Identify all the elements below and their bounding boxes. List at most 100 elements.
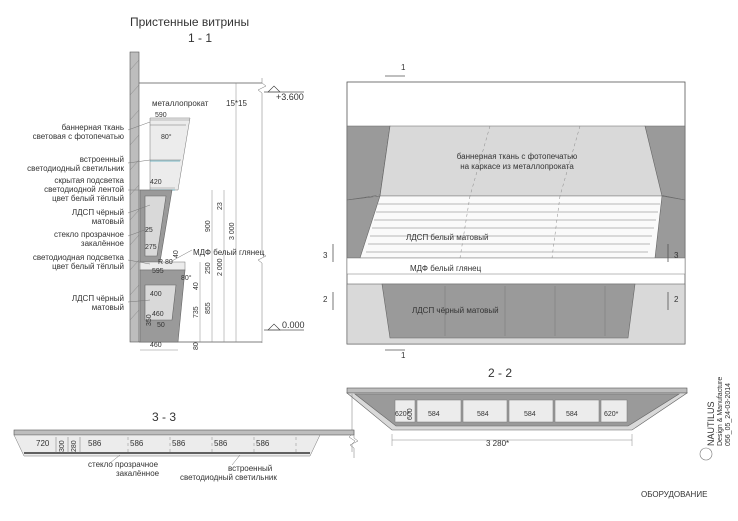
dim-23: 23: [217, 202, 224, 210]
dim-586-2: 586: [130, 439, 144, 448]
dim-620-right: 620*: [604, 411, 619, 418]
dim-250: 250: [205, 262, 212, 274]
banner-label-1: баннерная ткань с фотопечатью: [457, 152, 578, 161]
callout-3-3-glass-2: закалённое: [116, 469, 160, 478]
svg-text:2: 2: [674, 295, 679, 304]
dim-r80: R 80: [158, 259, 173, 266]
dim-50: 50: [157, 322, 165, 329]
dim-40-upper: 40: [173, 250, 180, 258]
wall-3-3: [13, 429, 355, 436]
dim-460-inner: 460: [152, 311, 164, 318]
callout-ldsp-2: матовый: [92, 217, 124, 226]
callout-builtin-1: встроенный: [80, 155, 124, 164]
callout-mdf: МДФ белый глянец: [193, 248, 265, 257]
dim-350: 350: [146, 314, 153, 326]
callout-glass-2: закалённое: [81, 239, 125, 248]
dim-735: 735: [193, 306, 200, 318]
svg-text:0.000: 0.000: [282, 320, 305, 330]
callout-banner-2: световая с фотопечатью: [33, 132, 124, 141]
svg-text:3: 3: [323, 251, 328, 260]
dim-620-left: 620*: [395, 411, 410, 418]
brand-logo-icon: [699, 447, 713, 461]
shelf-area: [346, 195, 686, 259]
callout-builtin-2: светодиодный светильник: [27, 164, 124, 173]
callout-3-3-led-2: светодиодный светильник: [180, 473, 277, 482]
stamp-brand: NAUTILUS: [706, 401, 716, 446]
mdf-white-label: МДФ белый глянец: [410, 264, 482, 273]
dim-595: 595: [152, 268, 164, 275]
stamp-code: 056_05_24-03-2014: [725, 383, 732, 446]
dim-300: 300: [59, 440, 66, 452]
upper-banner-frame: [149, 117, 191, 191]
banner-area: [379, 125, 663, 197]
dim-25: 25: [145, 227, 153, 234]
callout-ldsp-lower-1: ЛДСП чёрный: [72, 294, 124, 303]
dim-40-lower: 40: [193, 282, 200, 290]
callout-3-3-glass-1: стекло прозрачное: [88, 460, 159, 469]
mdf-band: [346, 257, 686, 275]
elevation-mark-zero: 0.000: [264, 320, 305, 331]
section-marker-1-top: 1: [385, 63, 406, 77]
dim-855: 855: [205, 302, 212, 314]
callout-ldsp-lower-2: матовый: [92, 303, 124, 312]
ldsp-white-label: ЛДСП белый матовый: [406, 233, 488, 242]
callout-ldsp-1: ЛДСП чёрный: [72, 208, 124, 217]
dim-600: 600: [407, 408, 414, 420]
section-marker-3-right: 3: [667, 244, 679, 262]
sheet-title: Пристенные витрины: [130, 15, 249, 29]
shelf-lines: [366, 195, 660, 259]
dim-400: 400: [150, 291, 162, 298]
section-3-3: 3 - 3 720 300 280 586 586 586 586 586 ст…: [13, 410, 359, 482]
dim-3000: 3 000: [229, 222, 236, 240]
dim-590: 590: [155, 112, 167, 119]
break-line: [257, 78, 267, 343]
section-marker-2-left: 2: [323, 292, 334, 310]
callout-metal: металлопрокат: [152, 99, 209, 108]
dim-586-1: 586: [88, 439, 102, 448]
callout-glass-1: стекло прозрачное: [54, 230, 125, 239]
section-marker-2-right: 2: [667, 292, 679, 310]
dim-80deg-top: 80°: [161, 133, 172, 141]
front-elevation: баннерная ткань с фотопечатью на каркасе…: [323, 63, 686, 360]
lower-cabinet-doors: [444, 286, 606, 336]
title-stamp: NAUTILUS Design & Manufacture 056_05_24-…: [699, 377, 732, 461]
section-marker-1-bottom: 1: [385, 349, 406, 360]
plan-2-2-dividers: [394, 399, 628, 423]
wall-2-2: [346, 387, 688, 394]
callout-led-1: светодиодная подсветка: [33, 253, 125, 262]
dim-720: 720: [36, 439, 50, 448]
callout-hidden-2: светодиодной лентой: [44, 185, 124, 194]
dim-80deg-bottom: 80°: [181, 274, 192, 282]
section-marker-3-left: 3: [323, 244, 334, 262]
ldsp-black-label: ЛДСП чёрный матовый: [412, 306, 499, 315]
dim-2000: 2 000: [217, 258, 224, 276]
svg-text:+3.600: +3.600: [276, 92, 304, 102]
dim-275: 275: [145, 244, 157, 251]
footer-label: ОБОРУДОВАНИЕ: [641, 490, 707, 499]
dim-586-5: 586: [256, 439, 270, 448]
callout-leaders: [127, 121, 193, 303]
dim-586-4: 586: [214, 439, 228, 448]
dim-584-2: 584: [477, 411, 489, 418]
callout-metal-size: 15*15: [226, 99, 247, 108]
dim-586-3: 586: [172, 439, 186, 448]
dim-460-bottom: 460: [150, 342, 162, 349]
svg-text:2: 2: [323, 295, 328, 304]
dim-280: 280: [71, 440, 78, 452]
svg-text:1: 1: [401, 63, 406, 72]
section-3-3-label: 3 - 3: [152, 410, 176, 424]
section-2-2: 2 - 2 620* 584 584 584 584 620* 600 3 28…: [346, 366, 688, 452]
dim-3280: 3 280*: [486, 439, 509, 448]
section-1-1-label: 1 - 1: [188, 31, 212, 45]
plan-3-3-body: [13, 434, 321, 457]
dim-900: 900: [205, 220, 212, 232]
section-1-1: 1 - 1: [27, 31, 305, 351]
wall-section: [129, 51, 140, 343]
dim-584-1: 584: [428, 411, 440, 418]
svg-text:3: 3: [674, 251, 679, 260]
svg-text:1: 1: [401, 351, 406, 360]
callout-banner-1: баннерная ткань: [62, 123, 124, 132]
section-2-2-label: 2 - 2: [488, 366, 512, 380]
